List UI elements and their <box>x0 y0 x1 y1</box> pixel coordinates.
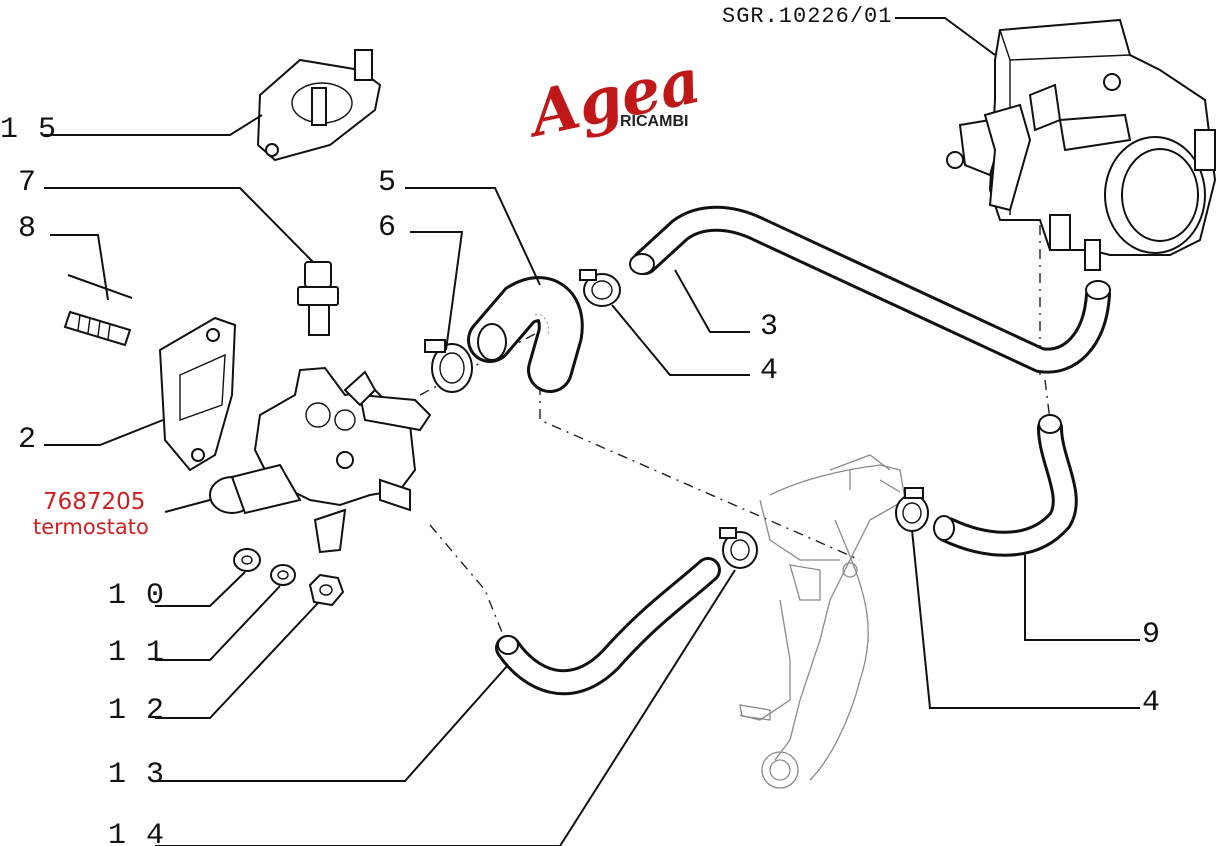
callout-10: 1 0 <box>108 579 165 613</box>
thermostat-housing <box>209 366 432 554</box>
stud-part-8 <box>63 310 132 347</box>
callout-3: 3 <box>760 310 779 344</box>
callout-2: 2 <box>18 423 37 457</box>
washer-part-10 <box>233 548 261 572</box>
engine-water-pipe-outline <box>739 454 906 789</box>
thermostat-label: 7687205 termostato <box>33 489 149 539</box>
callout-9: 9 <box>1142 618 1161 652</box>
callout-14: 1 4 <box>108 819 165 846</box>
gasket-part-2 <box>158 316 237 472</box>
hose-part-9 <box>933 414 1078 557</box>
part-number: 7687205 <box>43 489 145 515</box>
clamp-part-4-upper <box>579 269 621 307</box>
clamp-part-4-lower <box>895 487 929 532</box>
hose-part-13 <box>495 557 721 696</box>
callout-12: 1 2 <box>108 694 165 728</box>
lock-washer-part-11 <box>270 564 296 586</box>
callout-7: 7 <box>18 166 37 200</box>
callout-11: 1 1 <box>108 636 165 670</box>
callout-15: 1 5 <box>0 113 57 147</box>
callout-13: 1 3 <box>108 758 165 792</box>
drawing-code: SGR.10226/01 <box>722 4 892 29</box>
clamp-part-14 <box>719 527 758 569</box>
callout-4-lower: 4 <box>1142 686 1161 720</box>
callout-6: 6 <box>378 211 397 245</box>
hose-part-3 <box>629 205 1111 374</box>
part-description: termostato <box>33 515 149 539</box>
gasket-part-15 <box>256 49 382 162</box>
callout-4-upper: 4 <box>760 354 779 388</box>
logo-tagline: RICAMBI <box>620 113 688 130</box>
callout-5: 5 <box>378 166 397 200</box>
nut-part-12 <box>308 573 345 607</box>
callout-labels: 1 5 7 8 2 5 6 3 4 9 4 1 0 1 1 1 2 1 3 1 … <box>0 113 1161 846</box>
leader-lines <box>44 17 1140 846</box>
agea-logo: Agea RICAMBI <box>519 44 706 152</box>
throttle-body <box>946 18 1217 271</box>
sensor-part-7 <box>297 261 339 336</box>
clamp-part-6 <box>424 339 473 393</box>
callout-8: 8 <box>18 212 37 246</box>
hose-part-5 <box>467 276 584 393</box>
logo-brand: Agea <box>519 44 706 152</box>
